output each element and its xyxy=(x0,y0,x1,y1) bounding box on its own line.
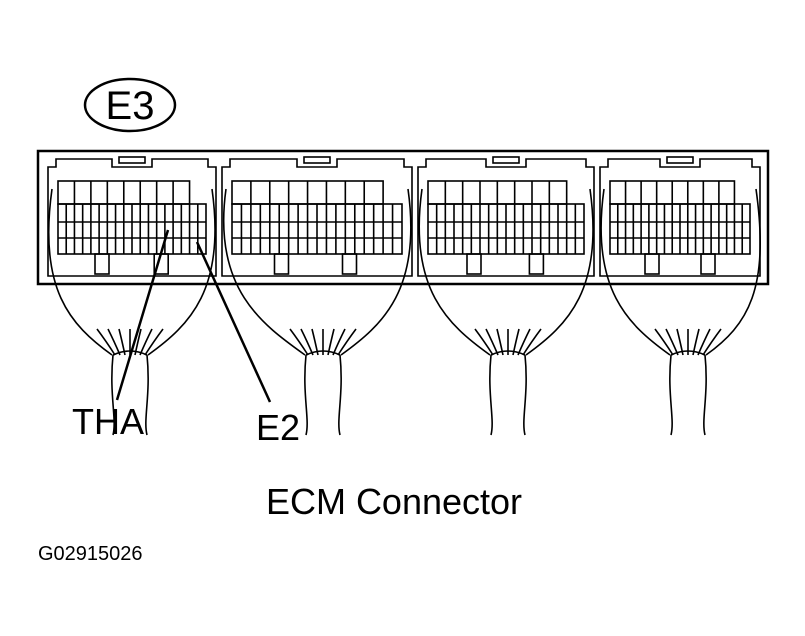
block-1-wire-strand xyxy=(139,328,153,356)
block-2-wire-strand xyxy=(311,328,319,356)
block-2-outline xyxy=(221,158,413,277)
block-2-wire-strand xyxy=(300,328,314,356)
block-2-wire-strand xyxy=(289,328,309,356)
block-3-wire-strand xyxy=(485,328,499,356)
block-1-harness-collar xyxy=(112,350,148,356)
block-4-key-slot xyxy=(700,253,716,275)
block-3-wire-strand xyxy=(512,328,520,356)
diagram-caption: ECM Connector xyxy=(266,481,522,522)
block-4-outline xyxy=(599,158,761,277)
e2-leader-line xyxy=(195,241,272,403)
block-3-wire-strand xyxy=(496,328,504,356)
block-4-wire-strand xyxy=(665,328,679,356)
block-4-wire-strand xyxy=(697,328,711,356)
block-4-wire-strand xyxy=(702,328,722,356)
block-3-outline xyxy=(417,158,595,277)
block-1-wire-strand xyxy=(118,328,126,356)
block-4-wire-strand xyxy=(654,328,674,356)
block-3-key-slot xyxy=(528,253,545,275)
block-1-wire-strand xyxy=(107,328,121,356)
block-3-harness-collar xyxy=(490,350,526,356)
block-2-latch xyxy=(303,156,331,164)
block-3-wire-strand xyxy=(522,328,542,356)
block-3-harness-bundle xyxy=(489,354,527,436)
block-1-latch xyxy=(118,156,146,164)
block-3-wire-left xyxy=(418,188,491,356)
block-1-key-slot xyxy=(94,253,110,275)
block-1-outline xyxy=(47,158,217,277)
block-2-wire-strand xyxy=(337,328,357,356)
block-3-wire-strand xyxy=(517,328,531,356)
figure-code: G02915026 xyxy=(38,543,143,565)
connector-housing xyxy=(36,149,770,286)
block-2-wire-right xyxy=(340,188,412,356)
block-3-latch xyxy=(492,156,520,164)
block-1-wire-left xyxy=(47,188,113,356)
connector-id-oval xyxy=(83,77,177,133)
connector-id-badge: E3 xyxy=(83,77,177,133)
block-2-key-slot xyxy=(273,253,290,275)
block-4-latch xyxy=(666,156,694,164)
block-2-harness-bundle xyxy=(304,354,342,436)
connector-id-label: E3 xyxy=(106,84,155,128)
block-4-key-slot xyxy=(644,253,660,275)
block-2-wire-strand xyxy=(327,328,335,356)
block-4-harness-collar xyxy=(670,350,706,356)
block-1-wire-strand xyxy=(144,328,164,356)
block-4-wire-left xyxy=(600,188,671,356)
block-2-wire-strand xyxy=(332,328,346,356)
block-1-harness-bundle xyxy=(111,354,149,436)
block-1-wire-strand xyxy=(134,328,142,356)
block-4-wire-right xyxy=(705,188,761,356)
block-4-wire-strand xyxy=(692,328,700,356)
block-2-wire-left xyxy=(222,188,306,356)
block-2-key-slot xyxy=(341,253,358,275)
block-2-harness-collar xyxy=(305,350,341,356)
block-1-wire-strand xyxy=(96,328,116,356)
block-4-harness-bundle xyxy=(669,354,707,436)
block-3-wire-right xyxy=(525,188,594,356)
block-4-wire-strand xyxy=(676,328,684,356)
tha-pin-label: THA xyxy=(72,401,144,442)
block-3-wire-strand xyxy=(474,328,494,356)
connector-blocks xyxy=(47,156,761,436)
tha-leader-line xyxy=(115,229,170,401)
block-1-wire-right xyxy=(147,188,216,356)
e2-pin-label: E2 xyxy=(256,407,300,448)
block-3-key-slot xyxy=(466,253,482,275)
